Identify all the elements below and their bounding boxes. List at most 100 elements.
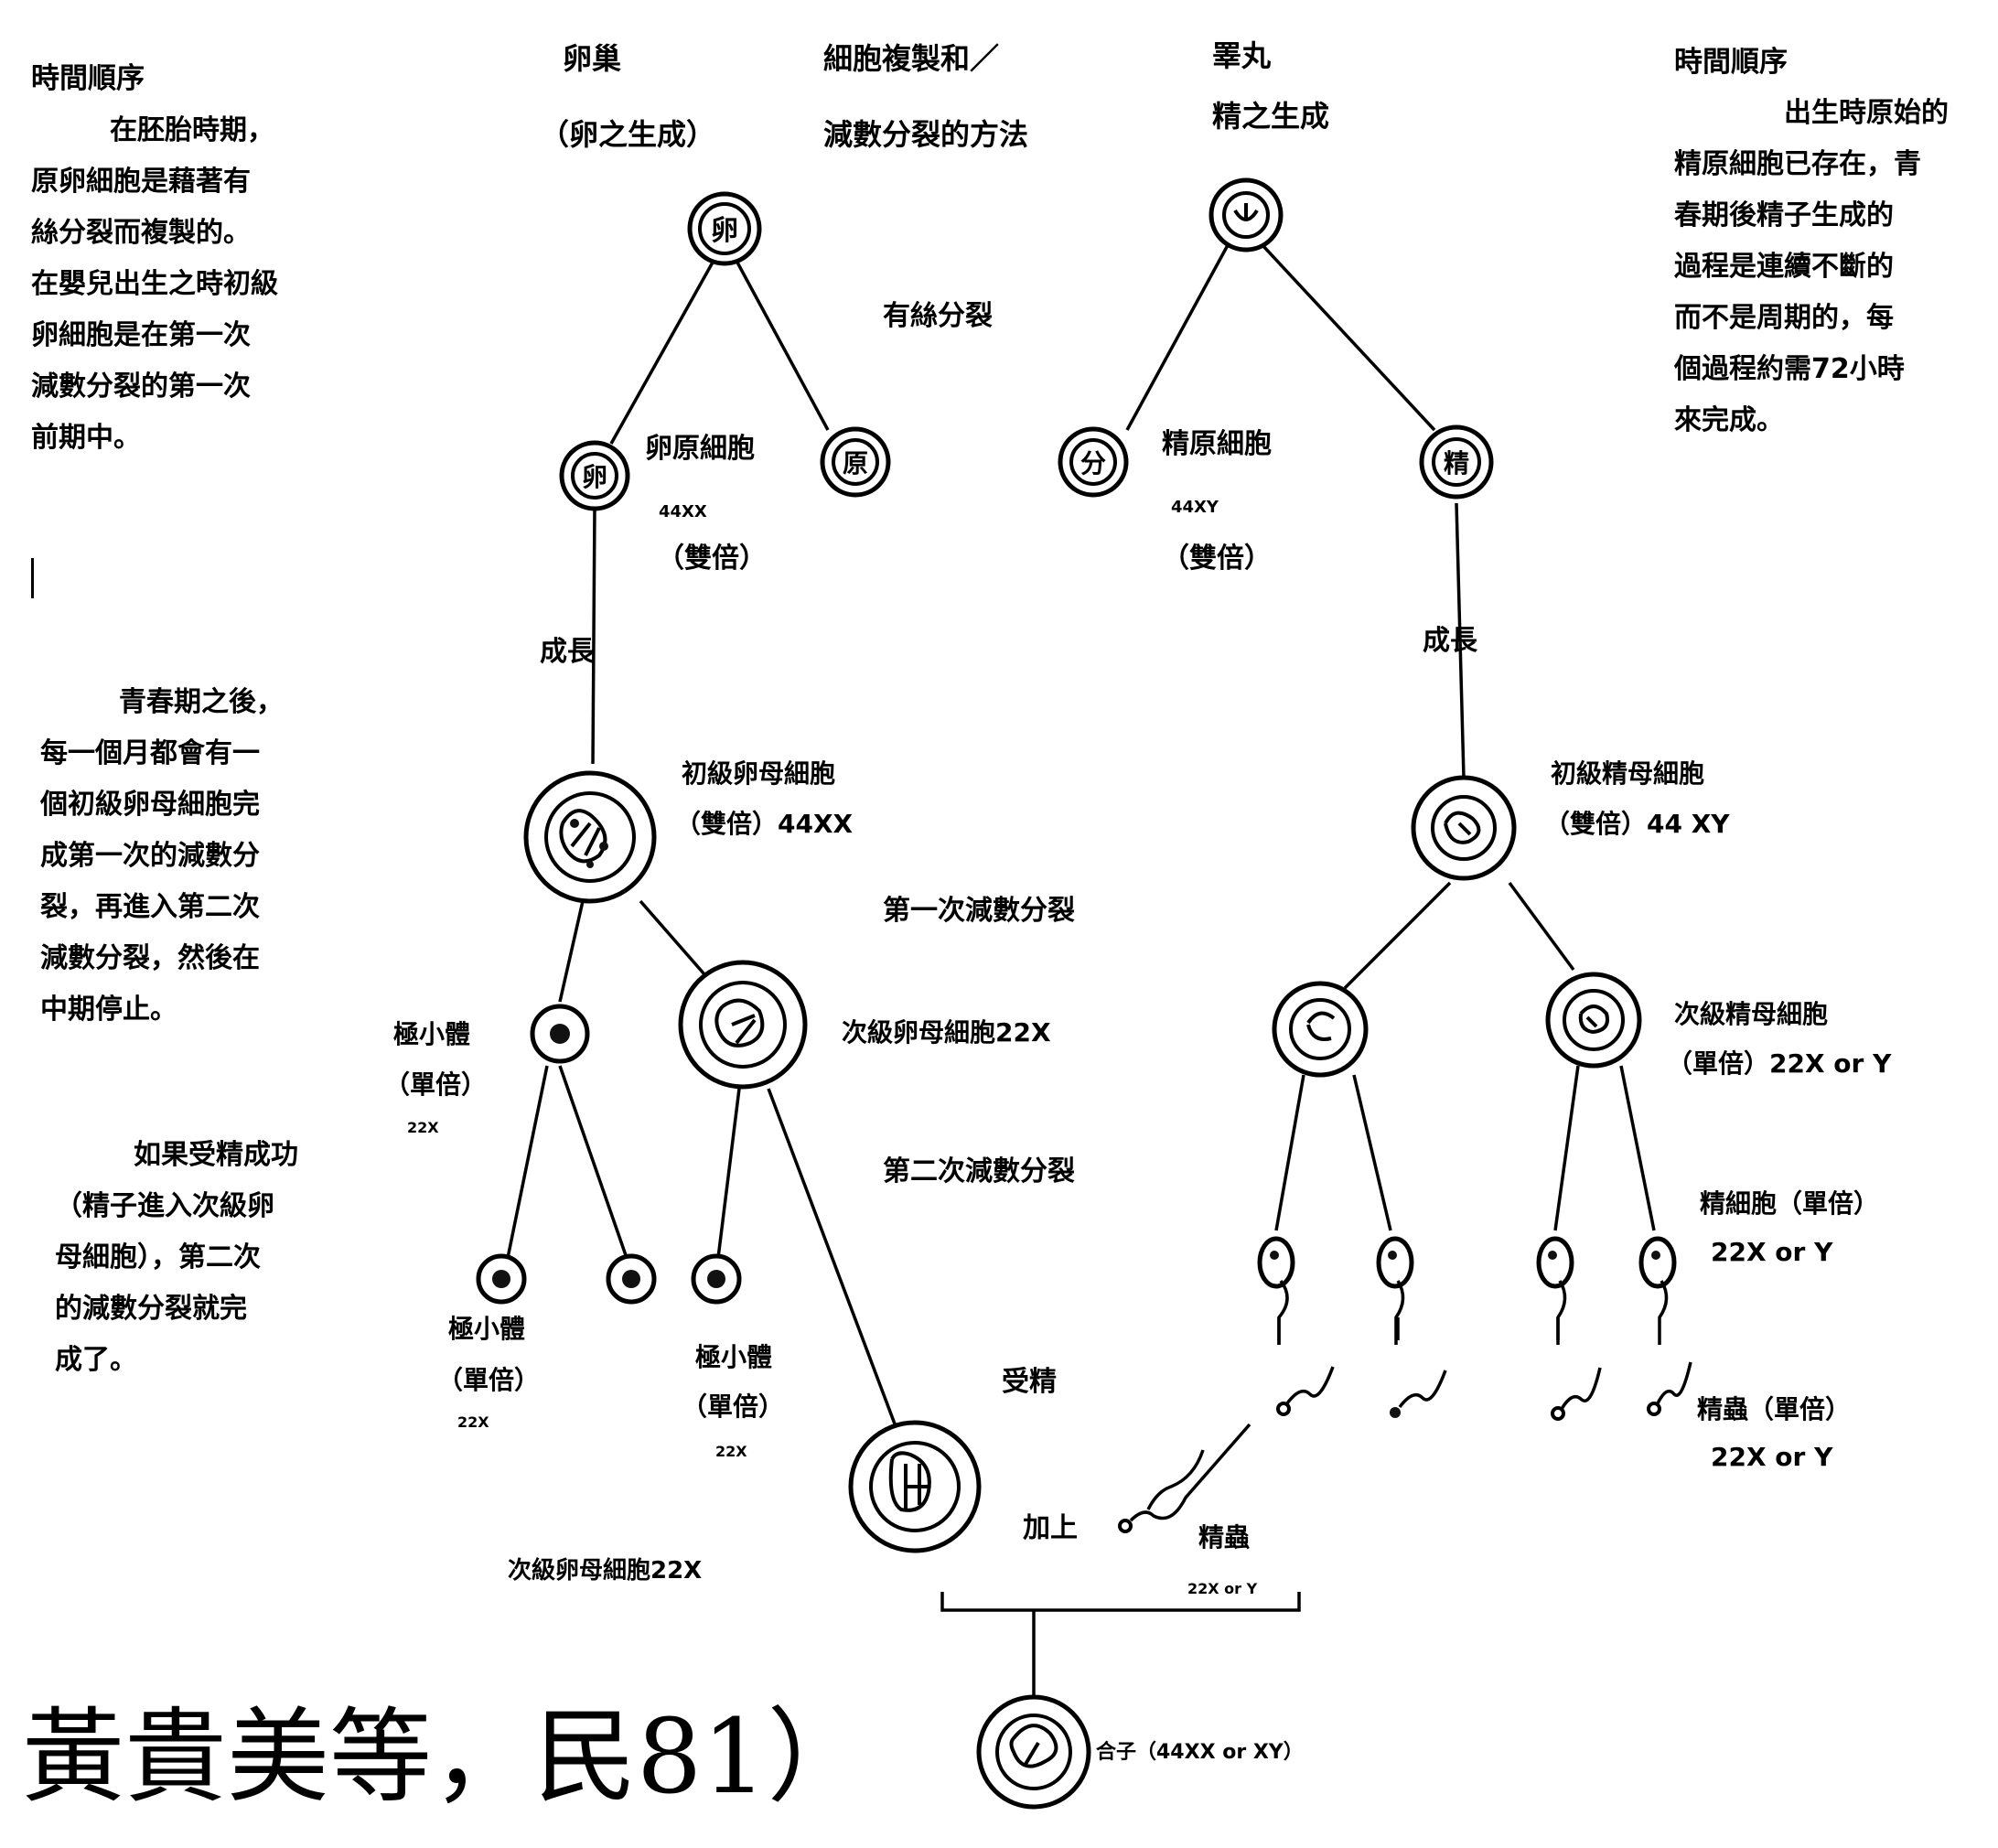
primary-oocyte-label: 初級卵母細胞 [682, 758, 835, 789]
zygote-cell [976, 1694, 1091, 1810]
sperm-1 [1276, 1366, 1335, 1416]
left-title-time-order: 時間順序 [31, 62, 145, 95]
meiosis-2-label: 第二次減數分裂 [883, 1155, 1075, 1187]
left-section-a: 在胚胎時期， 原卵細胞是藉著有 絲分裂而複製的。 在嬰兒出生之時初級 卵細胞是在… [31, 105, 278, 464]
polar-body-3-karyotype: 22X [715, 1443, 747, 1460]
left-b-line-7: 中期停止。 [40, 994, 177, 1026]
sperm-mature-karyotype: 22X or Y [1711, 1442, 1833, 1472]
primary-oocyte-cell [523, 770, 657, 904]
svg-text:精: 精 [1444, 448, 1469, 478]
left-a-line-6: 減數分裂的第一次 [31, 371, 251, 403]
svg-text:卵: 卵 [582, 462, 607, 492]
fertilization-label: 受精 [1002, 1366, 1057, 1398]
spermatid-3 [1536, 1236, 1574, 1345]
secondary-oocyte-2-label: 次級卵母細胞22X [508, 1556, 702, 1585]
sperm-2 [1390, 1370, 1447, 1418]
spermatid-arrows [1277, 1317, 1560, 1345]
left-a-line-3: 絲分裂而複製的。 [31, 217, 251, 249]
zygote-label: 合子（44XX or XY） [1096, 1740, 1304, 1764]
left-a-line-4: 在嬰兒出生之時初級 [31, 268, 278, 300]
polar-body-3-ploidy: （單倍） [682, 1391, 784, 1422]
right-line-4: 過程是連續不斷的 [1674, 251, 1894, 283]
polar-body-1-ploidy: （單倍） [384, 1069, 487, 1100]
sperm-3 [1551, 1367, 1602, 1421]
polar-body-3 [691, 1253, 742, 1305]
secondary-spermatocyte-karyotype: （單倍）22X or Y [1667, 1048, 1892, 1079]
polar-body-2-karyotype: 22X [457, 1413, 489, 1431]
spermatogonium-child-right: 精 [1419, 424, 1494, 500]
left-section-c: 如果受精成功 （精子進入次級卵 母細胞），第二次 的減數分裂就完 成了。 [55, 1130, 298, 1386]
svg-text:分: 分 [1080, 448, 1106, 478]
spermatid-4 [1638, 1236, 1677, 1345]
left-b-line-6: 減數分裂，然後在 [40, 942, 260, 974]
right-line-3: 春期後精子生成的 [1674, 199, 1894, 231]
polar-body-2-label: 極小體 [448, 1314, 525, 1344]
meiosis-1-label: 第一次減數分裂 [883, 895, 1075, 927]
oogonium-label: 卵原細胞 [645, 433, 755, 465]
left-c-line-4: 的減數分裂就完 [55, 1293, 247, 1325]
secondary-spermatocyte-right [1545, 972, 1642, 1069]
left-b-line-2: 每一個月都會有一 [40, 737, 260, 769]
oogonium-karyotype: 44XX [659, 502, 707, 521]
sperm-karyotype: 22X or Y [1187, 1580, 1258, 1597]
polar-body-2-ploidy: （單倍） [437, 1365, 540, 1395]
polar-body-1-cell [530, 1004, 590, 1064]
polar-body-1-label: 極小體 [393, 1019, 470, 1049]
spermatid-karyotype: 22X or Y [1711, 1237, 1833, 1267]
stage-labels: 有絲分裂 卵原細胞 44XX （雙倍） 精原細胞 44XY （雙倍） 成長 成長… [384, 300, 1892, 1764]
edges-oogenesis [506, 260, 1301, 1697]
oogonium-top-cell: 卵 [687, 191, 762, 266]
oogonium-diploid: （雙倍） [657, 543, 767, 575]
left-c-line-5: 成了。 [55, 1344, 137, 1376]
left-b-line-4: 成第一次的減數分 [40, 840, 260, 872]
right-column: 時間順序 出生時原始的 精原細胞已存在，青 春期後精子生成的 過程是連續不斷的 … [1674, 37, 1998, 586]
testis-title: 睪丸 [1212, 38, 1271, 73]
left-cursor-bar [31, 558, 34, 598]
left-c-line-2: （精子進入次級卵 [55, 1190, 274, 1222]
spermatogonium-diploid: （雙倍） [1162, 543, 1272, 575]
spermatogonium-top-cell [1208, 177, 1284, 252]
polar-body-3-label: 極小體 [695, 1342, 772, 1372]
primary-spermatocyte-karyotype: （雙倍）44 XY [1544, 809, 1730, 839]
mitosis-label: 有絲分裂 [883, 300, 993, 332]
left-section-b: 青春期之後， 每一個月都會有一 個初級卵母細胞完 成第一次的減數分 裂，再進入第… [40, 677, 284, 1036]
secondary-oocyte-1-label: 次級卵母細胞22X [842, 1017, 1051, 1048]
left-a-line-7: 前期中。 [31, 422, 141, 454]
oogonium-top-nucleus-label: 卵 [711, 215, 738, 247]
top-headings: 卵巢 （卵之生成） 細胞複製和／ 減數分裂的方法 睪丸 精之生成 [540, 38, 1329, 152]
sperm-fertilizing [1118, 1423, 1251, 1533]
growth-right-label: 成長 [1423, 625, 1478, 657]
oogonium-child-right: 原 [820, 426, 891, 498]
right-line-5: 而不是周期的，每 [1674, 302, 1894, 334]
right-line-2: 精原細胞已存在，青 [1674, 148, 1921, 180]
left-a-line-1: 在胚胎時期， [110, 114, 274, 146]
left-b-line-1: 青春期之後， [119, 686, 284, 718]
citation: 黃貴美等，民81） [22, 1698, 870, 1817]
spermatogonium-label: 精原細胞 [1162, 428, 1272, 460]
polar-body-2a [476, 1253, 527, 1305]
right-title-time-order: 時間順序 [1674, 46, 1788, 79]
secondary-spermatocyte-left [1272, 981, 1369, 1078]
fertilized-egg-cell [848, 1420, 982, 1553]
sperm-label: 精蟲 [1198, 1522, 1250, 1553]
left-b-line-5: 裂，再進入第二次 [40, 891, 260, 923]
spermatogonium-karyotype: 44XY [1171, 498, 1219, 517]
spermatogonium-child-left: 分 [1058, 426, 1129, 498]
method-title: 細胞複製和／ [823, 41, 999, 76]
plus-label: 加上 [1023, 1512, 1078, 1544]
egg-title: 卵巢 [563, 41, 621, 76]
polar-body-1-karyotype: 22X [407, 1119, 439, 1136]
testis-subtitle: 精之生成 [1212, 99, 1329, 134]
egg-subtitle: （卵之生成） [540, 117, 715, 152]
primary-spermatocyte-label: 初級精母細胞 [1551, 758, 1704, 789]
right-line-1: 出生時原始的 [1784, 97, 1949, 129]
growth-left-label: 成長 [540, 636, 596, 668]
svg-text:原: 原 [843, 448, 868, 478]
primary-spermatocyte-cell [1411, 775, 1517, 881]
sperm-mature-label: 精蟲（單倍） [1697, 1394, 1851, 1424]
secondary-oocyte-cell [678, 960, 808, 1090]
left-a-line-2: 原卵細胞是藉著有 [31, 166, 251, 198]
sperm-4 [1647, 1361, 1692, 1416]
spermatid-1 [1257, 1236, 1295, 1345]
